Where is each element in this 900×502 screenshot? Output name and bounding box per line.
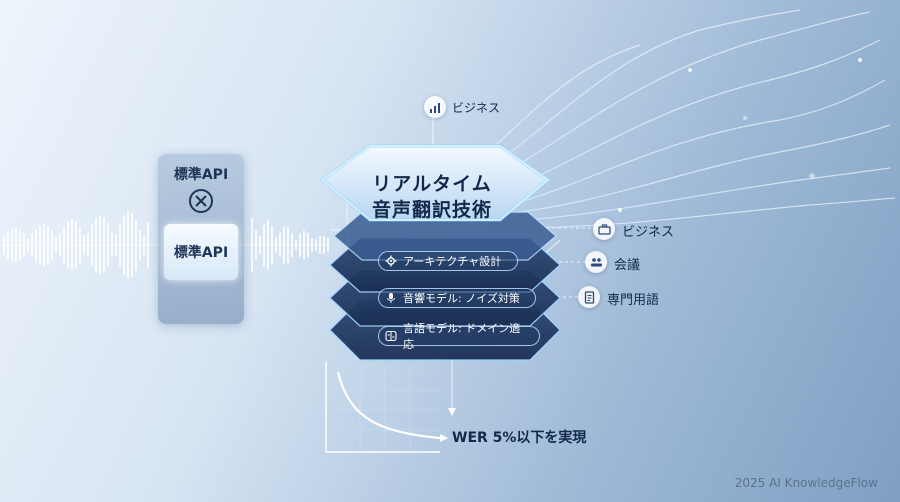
layer-pill-acoustic[interactable]: 音響モデル: ノイズ対策 (378, 288, 536, 308)
right-tag-business: ビジネス (622, 225, 675, 240)
gear-icon (385, 255, 397, 267)
standard-api-panel: 標準API 標準API (158, 154, 244, 324)
brain-icon (385, 330, 397, 342)
layer-pill-architecture[interactable]: アーキテクチャ設計 (378, 251, 518, 271)
center-title: リアルタイム 音声翻訳技術 (320, 146, 544, 248)
document-icon (578, 286, 600, 308)
flowing-lines (459, 9, 896, 229)
top-tag-label: ビジネス (452, 101, 501, 115)
layer-label-language: 言語モデル: ドメイン適応 (403, 322, 521, 351)
meeting-icon (585, 251, 607, 273)
title-line-2: 音声翻訳技術 (371, 199, 492, 221)
microphone-icon (387, 293, 395, 303)
layer-pill-language[interactable]: 言語モデル: ドメイン適応 (378, 322, 540, 351)
right-tag-terminology: 専門用語 (607, 293, 660, 308)
panel-title: 標準API (173, 167, 229, 183)
layer-label-acoustic: 音響モデル: ノイズ対策 (403, 292, 520, 305)
standard-api-button[interactable]: 標準API (164, 224, 238, 280)
briefcase-icon (593, 218, 615, 240)
chart-icon (424, 96, 446, 118)
title-line-1: リアルタイム (372, 173, 492, 195)
result-label: WER 5%以下を実現 (452, 430, 587, 446)
footer-credit: 2025 AI KnowledgeFlow (734, 476, 878, 490)
close-icon (189, 189, 213, 213)
right-tag-meeting: 会議 (614, 258, 641, 273)
layer-label-architecture: アーキテクチャ設計 (403, 255, 502, 268)
wer-curve (325, 362, 448, 453)
